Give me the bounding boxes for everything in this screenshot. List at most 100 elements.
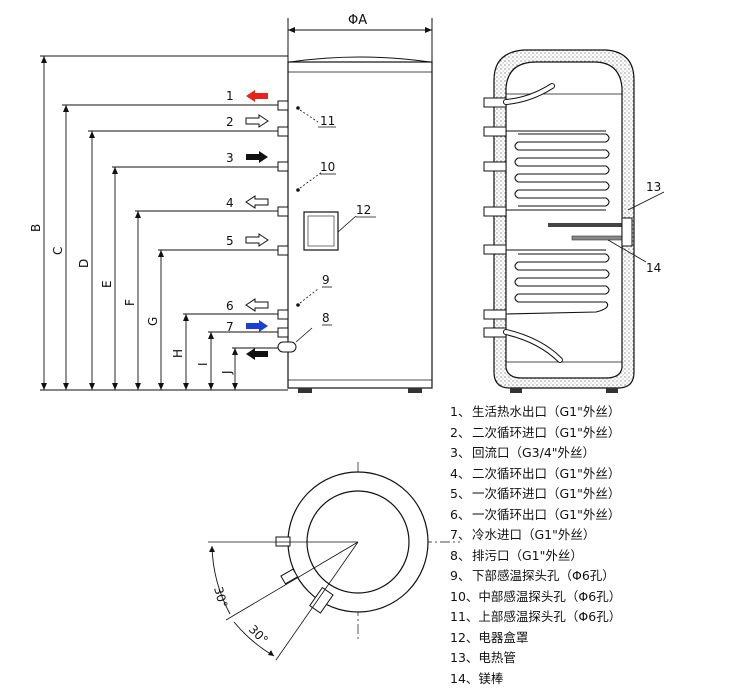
port-number-label: 2 xyxy=(226,115,234,129)
front-view: ΦA xyxy=(29,13,433,393)
dim-label-H: H xyxy=(171,349,185,358)
legend-text: 二次循环出口（G1"外丝） xyxy=(472,465,621,481)
dim-label-G: G xyxy=(146,317,160,326)
dim-label-D: D xyxy=(77,259,91,268)
tank-foot xyxy=(408,388,422,393)
legend-list: 1、生活热水出口（G1"外丝）2、二次循环进口（G1"外丝）3、回流口（G3/4… xyxy=(450,402,621,689)
arrow-in-5 xyxy=(245,233,269,247)
legend-item: 8、排污口（G1"外丝） xyxy=(450,546,621,567)
upper-coil xyxy=(506,130,610,211)
port-number-label: 3 xyxy=(226,151,234,165)
diameter-label: ΦA xyxy=(348,13,367,28)
legend-number: 14、 xyxy=(450,670,479,686)
legend-item: 6、一次循环出口（G1"外丝） xyxy=(450,505,621,526)
legend-item: 1、生活热水出口（G1"外丝） xyxy=(450,402,621,423)
port-3 xyxy=(277,161,289,172)
legend-text: 一次循环出口（G1"外丝） xyxy=(472,506,621,522)
inner-tank xyxy=(505,61,623,379)
port-7 xyxy=(277,327,289,338)
legend-text: 电热管 xyxy=(478,650,516,665)
legend-item: 7、冷水进口（G1"外丝） xyxy=(450,525,621,546)
lower-coil xyxy=(505,249,610,315)
port-number-label: 11 xyxy=(320,114,335,128)
port-number-label: 4 xyxy=(226,196,234,210)
arrow-in-2 xyxy=(245,114,269,128)
electric-box xyxy=(303,211,339,251)
legend-text: 电器盒罩 xyxy=(478,629,529,645)
legend-text: 中部感温探头孔（Φ6孔） xyxy=(478,588,622,604)
port-number-label: 1 xyxy=(226,89,234,103)
legend-number: 7、 xyxy=(450,527,471,542)
legend-item: 4、二次循环出口（G1"外丝） xyxy=(450,464,621,485)
legend-text: 二次循环进口（G1"外丝） xyxy=(472,424,621,440)
legend-text: 冷水进口（G1"外丝） xyxy=(472,527,596,542)
sensor-hole-10 xyxy=(296,188,300,192)
port-8 xyxy=(277,341,297,353)
port-number-label: 8 xyxy=(322,311,330,325)
legend-number: 8、 xyxy=(450,547,471,563)
port-number-label: 12 xyxy=(356,203,371,217)
arrow-out-8 xyxy=(246,348,268,360)
legend-item: 2、二次循环进口（G1"外丝） xyxy=(450,423,621,444)
legend-number: 11、 xyxy=(450,609,479,624)
legend-item: 5、一次循环进口（G1"外丝） xyxy=(450,484,621,505)
legend-text: 一次循环进口（G1"外丝） xyxy=(472,486,621,501)
port-2 xyxy=(277,126,289,137)
legend-text: 回流口（G3/4"外丝） xyxy=(472,445,596,460)
port-number-label: 14 xyxy=(646,261,661,275)
legend-text: 生活热水出口（G1"外丝） xyxy=(472,404,621,419)
legend-text: 排污口（G1"外丝） xyxy=(472,547,583,563)
legend-number: 1、 xyxy=(450,404,471,419)
legend-item: 13、电热管 xyxy=(450,648,621,669)
dim-label-E: E xyxy=(100,280,114,288)
port-number-label: 6 xyxy=(226,299,234,313)
legend-text: 上部感温探头孔（Φ6孔） xyxy=(478,609,622,624)
legend-number: 4、 xyxy=(450,465,471,481)
sensor-hole-9 xyxy=(296,303,300,307)
dim-label-B: B xyxy=(29,224,43,232)
electric-heater xyxy=(548,223,624,227)
port-number-label: 13 xyxy=(646,180,661,194)
arrow-in-3 xyxy=(246,151,268,163)
legend-number: 12、 xyxy=(450,629,479,645)
port-5 xyxy=(277,245,289,256)
legend-number: 3、 xyxy=(450,445,471,460)
arrow-out-4 xyxy=(245,195,269,209)
legend-number: 10、 xyxy=(450,588,479,604)
legend-item: 3、回流口（G3/4"外丝） xyxy=(450,443,621,464)
section-view: 13 14 xyxy=(483,49,665,393)
legend-number: 5、 xyxy=(450,486,471,501)
legend-number: 6、 xyxy=(450,506,471,522)
top-view: 30° 30° xyxy=(208,462,460,661)
legend-item: 9、下部感温探头孔（Φ6孔） xyxy=(450,566,621,587)
port-number-label: 5 xyxy=(226,234,234,248)
legend-number: 13、 xyxy=(450,650,479,665)
legend-item: 10、中部感温探头孔（Φ6孔） xyxy=(450,587,621,608)
port-number-label: 10 xyxy=(320,160,335,174)
arrow-cold-inlet xyxy=(246,320,268,332)
legend-text: 镁棒 xyxy=(478,670,504,686)
angle-label: 30° xyxy=(211,585,230,609)
legend-item: 14、镁棒 xyxy=(450,669,621,690)
arrow-hot-outlet xyxy=(246,90,268,102)
port-1 xyxy=(277,100,289,111)
port-number-label: 9 xyxy=(322,273,330,287)
dim-label-J: J xyxy=(220,370,234,375)
arrow-out-6 xyxy=(245,298,269,312)
sensor-hole-11 xyxy=(296,106,300,110)
legend-number: 2、 xyxy=(450,424,471,440)
magnesium-rod xyxy=(571,235,625,241)
port-number-label: 7 xyxy=(226,320,234,334)
tank-foot xyxy=(298,388,312,393)
dim-label-I: I xyxy=(196,362,210,366)
dim-label-C: C xyxy=(51,247,65,255)
legend-number: 9、 xyxy=(450,568,471,583)
angle-label: 30° xyxy=(246,622,271,647)
legend-text: 下部感温探头孔（Φ6孔） xyxy=(472,568,615,583)
dim-label-F: F xyxy=(123,299,137,306)
legend-item: 12、电器盒罩 xyxy=(450,628,621,649)
port-4 xyxy=(277,206,289,217)
legend-item: 11、上部感温探头孔（Φ6孔） xyxy=(450,607,621,628)
port-6 xyxy=(277,309,289,320)
